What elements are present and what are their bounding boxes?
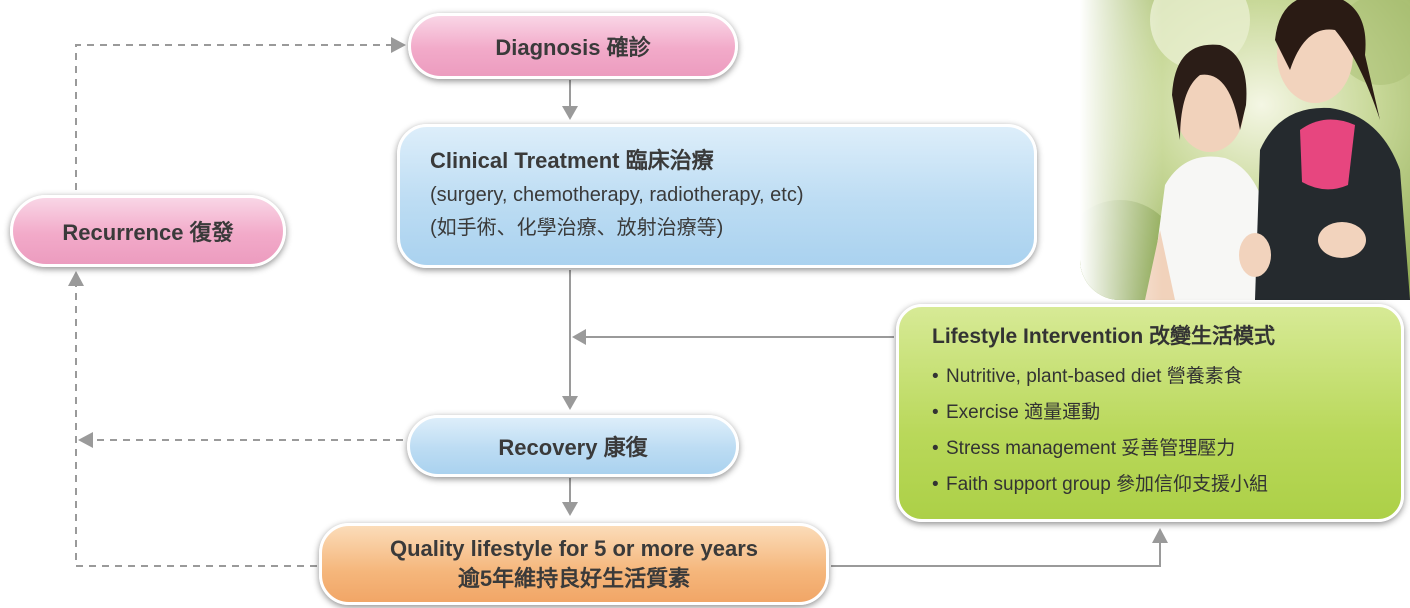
diagnosis-label: Diagnosis 確診 <box>495 35 651 60</box>
quality-lifestyle-label-zh: 逾5年維持良好生活質素 <box>457 566 691 591</box>
quality-lifestyle-node: Quality lifestyle for 5 or more years 逾5… <box>319 523 829 605</box>
arrowhead-to-treatment <box>562 106 578 120</box>
dashed-connector-recurrence-to-diagnosis <box>75 44 392 190</box>
clinical-treatment-examples-en: (surgery, chemotherapy, radiotherapy, et… <box>430 184 804 206</box>
clinical-treatment-title: Clinical Treatment 臨床治療 <box>430 148 714 173</box>
quality-lifestyle-label-en: Quality lifestyle for 5 or more years <box>389 536 759 561</box>
recurrence-node: Recurrence 復發 <box>10 195 286 267</box>
lifestyle-intervention-node: Lifestyle Intervention 改變生活模式 • Nutritive… <box>896 304 1404 522</box>
clinical-treatment-node: Clinical Treatment 臨床治療 (surgery, chemot… <box>397 124 1037 268</box>
lifestyle-item-diet: Nutritive, plant-based diet 營養素食 <box>946 366 1243 387</box>
arrowhead-to-lifestyle <box>1152 528 1168 543</box>
connector-quality-to-lifestyle <box>831 542 1161 567</box>
lifestyle-intervention-title: Lifestyle Intervention 改變生活模式 <box>932 325 1276 348</box>
diagnosis-node: Diagnosis 確診 <box>408 13 738 79</box>
lifestyle-item-exercise: Exercise 適量運動 <box>946 402 1101 423</box>
arrowhead-to-recurrence <box>68 271 84 286</box>
arrowhead-to-quality <box>562 502 578 516</box>
recovery-node: Recovery 康復 <box>407 415 739 477</box>
bullet-icon: • <box>932 474 939 495</box>
arrowhead-lifestyle-merge <box>572 329 586 345</box>
lifestyle-intervention-list: • Nutritive, plant-based diet 營養素食 • Exerc… <box>932 359 1371 503</box>
list-item: • Faith support group 參加信仰支援小組 <box>932 467 1371 503</box>
arrowhead-to-recovery <box>562 396 578 410</box>
recurrence-label: Recurrence 復發 <box>62 220 234 245</box>
arrowhead-to-diagnosis <box>391 37 406 53</box>
list-item: • Nutritive, plant-based diet 營養素食 <box>932 359 1371 395</box>
women-jogging-photo <box>1080 0 1410 300</box>
bullet-icon: • <box>932 402 939 423</box>
clinical-treatment-examples-zh: (如手術、化學治療、放射治療等) <box>430 217 724 239</box>
list-item: • Stress management 妥善管理壓力 <box>932 431 1371 467</box>
lifestyle-item-faith: Faith support group 參加信仰支援小組 <box>946 474 1269 495</box>
bullet-icon: • <box>932 438 939 459</box>
dashed-connector-quality-to-recurrence <box>75 285 317 567</box>
bullet-icon: • <box>932 366 939 387</box>
lifestyle-item-stress: Stress management 妥善管理壓力 <box>946 438 1236 459</box>
arrowhead-recovery-to-recurrence <box>78 432 93 448</box>
recovery-label: Recovery 康復 <box>498 435 648 460</box>
list-item: • Exercise 適量運動 <box>932 395 1371 431</box>
